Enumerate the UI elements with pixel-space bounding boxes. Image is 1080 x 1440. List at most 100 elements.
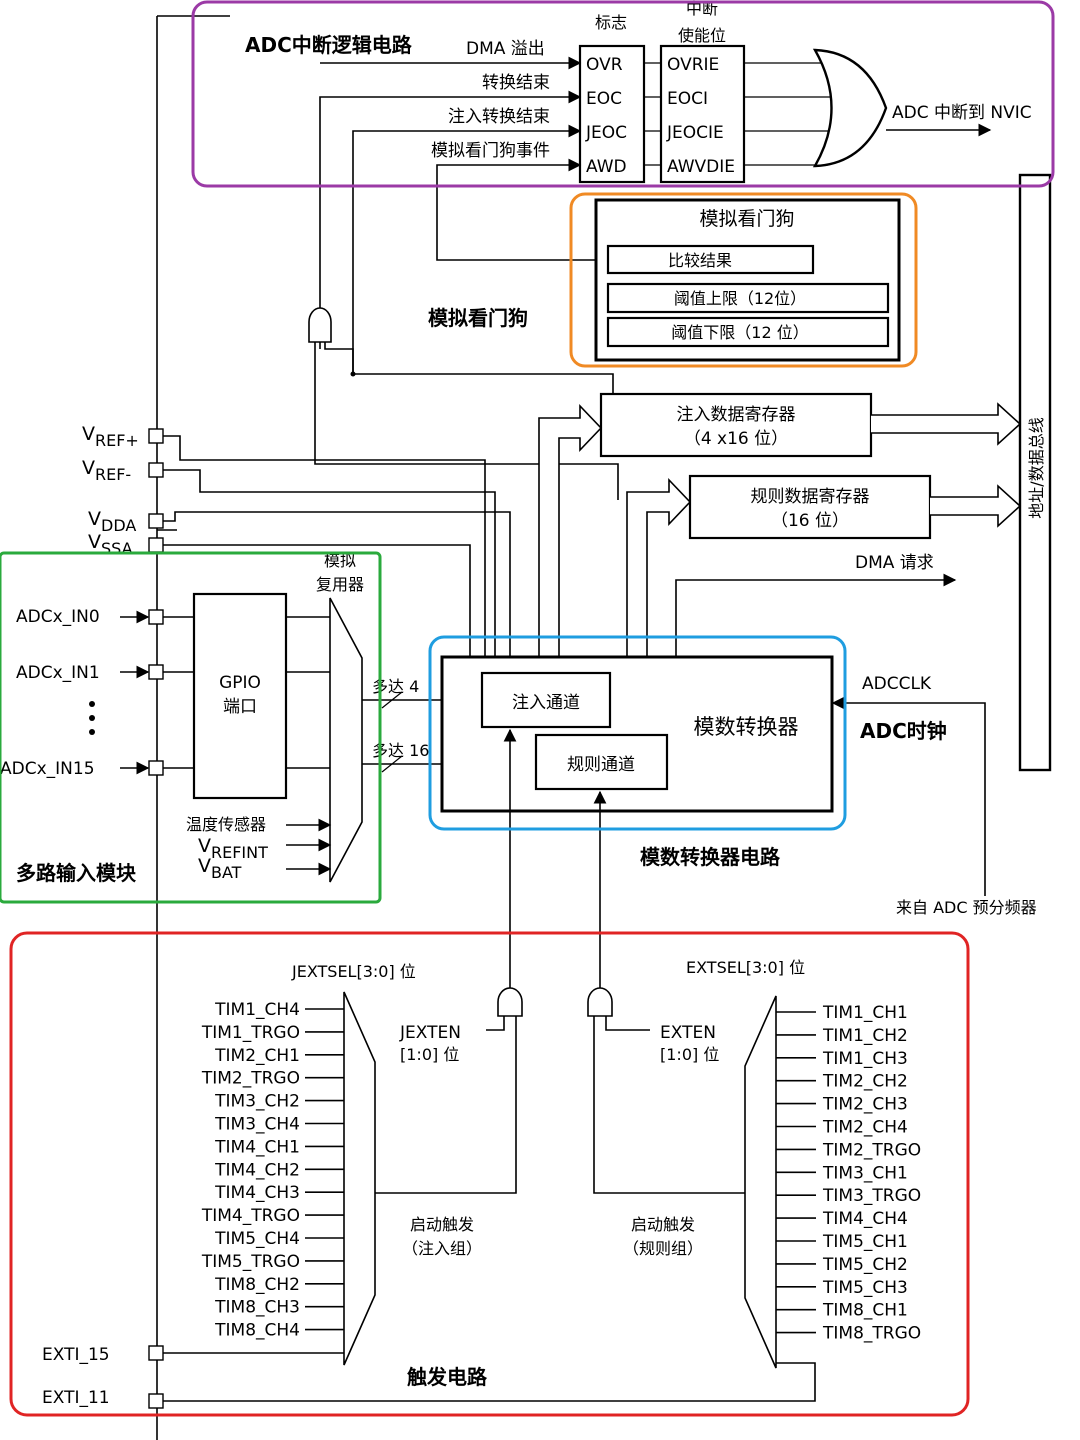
- injected-trigger-mux: [343, 991, 376, 1366]
- vbat-label: VBAT: [198, 855, 242, 882]
- vssa-pin: [148, 537, 164, 553]
- injected-trigger-source: TIM2_TRGO: [201, 1069, 300, 1089]
- start-trigger-injected-group: （注入组）: [402, 1239, 482, 1258]
- regular-trigger-mux: [744, 995, 777, 1369]
- dma-request-label: DMA 请求: [855, 553, 934, 573]
- enable-header-line2: 使能位: [678, 26, 726, 45]
- vrefint-label: VREFINT: [198, 835, 268, 862]
- regular-trigger-source: TIM5_CH3: [822, 1278, 908, 1298]
- enable-eoci: EOCI: [667, 89, 708, 109]
- temp-sensor-label: 温度传感器: [186, 815, 266, 834]
- regular-trigger-source: TIM2_CH2: [822, 1072, 908, 1092]
- enable-jeocie: JEOCIE: [666, 123, 724, 143]
- low-threshold-box: [606, 316, 890, 348]
- injected-register-title: 注入数据寄存器: [677, 405, 796, 425]
- vref-minus-pin: [148, 462, 164, 478]
- exti11-pin: [148, 1393, 164, 1409]
- ellipsis-dot: [89, 715, 95, 721]
- high-threshold-box: [606, 282, 890, 314]
- jexten-label: JEXTEN: [399, 1023, 461, 1043]
- adcclk-label: ADCCLK: [862, 674, 932, 694]
- high-threshold-label: 阈值上限（12位）: [674, 289, 806, 308]
- injected-trigger-source: TIM5_CH4: [214, 1229, 300, 1249]
- injected-trigger-source: TIM1_CH4: [214, 1000, 300, 1020]
- signal-jeoc: 注入转换结束: [448, 107, 550, 127]
- eoc-and-gate: [308, 307, 332, 343]
- interrupt-or-gate: [812, 48, 888, 168]
- regular-trigger-source: TIM3_TRGO: [822, 1186, 921, 1206]
- enable-awvdie: AWVDIE: [667, 157, 735, 177]
- regular-data-register: [688, 474, 932, 540]
- exti15-label: EXTI_15: [42, 1345, 110, 1365]
- jextsel-label: JEXTSEL[3:0] 位: [291, 962, 416, 981]
- injected-trigger-source: TIM8_CH4: [214, 1321, 300, 1341]
- analog-mux: [329, 597, 363, 883]
- exten-label: EXTEN: [660, 1023, 716, 1043]
- injected-trigger-sources: TIM1_CH4TIM1_TRGOTIM2_CH1TIM2_TRGOTIM3_C…: [201, 1000, 344, 1341]
- jexten-and-gate: [497, 987, 523, 1017]
- jexten-bits-label: [1:0] 位: [400, 1045, 459, 1064]
- input-in0-pin: [148, 609, 164, 625]
- regular-to-bus-arrow: [930, 484, 1022, 528]
- ellipsis-dot: [89, 729, 95, 735]
- watchdog-region-label: 模拟看门狗: [428, 306, 528, 330]
- input-region-label: 多路输入模块: [16, 861, 137, 885]
- regular-trigger-source: TIM1_CH3: [822, 1049, 908, 1069]
- regular-trigger-source: TIM2_CH3: [822, 1095, 908, 1115]
- signal-dma-overrun: DMA 溢出: [466, 39, 545, 59]
- regular-trigger-sources: TIM1_CH1TIM1_CH2TIM1_CH3TIM2_CH2TIM2_CH3…: [776, 1003, 921, 1344]
- input-region-outline: [0, 551, 382, 904]
- regular-trigger-source: TIM5_CH2: [822, 1255, 908, 1275]
- regular-trigger-source: TIM2_CH4: [822, 1118, 908, 1138]
- vref-minus-label: VREF-: [82, 457, 131, 484]
- extsel-label: EXTSEL[3:0] 位: [686, 958, 805, 977]
- flags-box: [578, 44, 646, 184]
- regular-register-size: （16 位）: [771, 511, 849, 531]
- trigger-region-outline: [9, 931, 970, 1417]
- injected-trigger-source: TIM4_CH3: [214, 1183, 300, 1203]
- regular-trigger-source: TIM5_CH1: [822, 1232, 908, 1252]
- address-data-bus: [1018, 173, 1052, 772]
- regular-trigger-source: TIM1_CH1: [822, 1003, 908, 1023]
- exti15-pin: [148, 1345, 164, 1361]
- flag-ovr: OVR: [586, 55, 623, 75]
- injected-trigger-source: TIM8_CH2: [214, 1275, 300, 1295]
- input-in0-label: ADCx_IN0: [16, 607, 100, 627]
- ellipsis-dot: [89, 701, 95, 707]
- enable-header-line1: 中断: [686, 0, 718, 18]
- vref-plus-label: VREF+: [82, 423, 139, 450]
- injected-trigger-source: TIM3_CH2: [214, 1092, 300, 1112]
- injected-to-bus-arrow: [871, 402, 1022, 446]
- input-in1-pin: [148, 664, 164, 680]
- injected-trigger-source: TIM5_TRGO: [201, 1252, 300, 1272]
- signal-eoc: 转换结束: [482, 73, 550, 93]
- injected-trigger-source: TIM4_CH2: [214, 1160, 300, 1180]
- exti11-label: EXTI_11: [42, 1388, 110, 1408]
- nvic-output-label: ADC 中断到 NVIC: [892, 103, 1032, 123]
- converter-region-label: 模数转换器电路: [640, 845, 781, 869]
- adc-title: 模数转换器: [694, 715, 799, 739]
- input-in1-label: ADCx_IN1: [16, 663, 100, 683]
- gpio-port-block: [192, 592, 288, 800]
- regular-trigger-source: TIM3_CH1: [822, 1163, 908, 1183]
- injected-channel-label: 注入通道: [512, 693, 580, 713]
- prescaler-label: 来自 ADC 预分频器: [896, 898, 1037, 917]
- exten-bits-label: [1:0] 位: [660, 1045, 719, 1064]
- regular-trigger-source: TIM1_CH2: [822, 1026, 908, 1046]
- injected-data-register: [599, 392, 873, 458]
- regular-trigger-source: TIM2_TRGO: [822, 1140, 921, 1160]
- compare-result-label: 比较结果: [668, 251, 732, 270]
- injected-channel-box: [480, 671, 612, 729]
- injected-trigger-source: TIM4_CH1: [214, 1137, 300, 1157]
- exten-and-gate: [587, 987, 613, 1017]
- clock-region-label: ADC时钟: [860, 719, 947, 743]
- flag-eoc: EOC: [586, 89, 622, 109]
- converter-region-outline: [428, 635, 847, 831]
- regular-trigger-source: TIM4_CH4: [822, 1209, 908, 1229]
- mux-label-line1: 模拟: [324, 551, 356, 570]
- regular-register-title: 规则数据寄存器: [751, 487, 870, 507]
- regular-trigger-source: TIM8_CH1: [822, 1301, 908, 1321]
- bus-label: 地址/数据总线: [1027, 417, 1046, 518]
- injected-trigger-source: TIM1_TRGO: [201, 1023, 300, 1043]
